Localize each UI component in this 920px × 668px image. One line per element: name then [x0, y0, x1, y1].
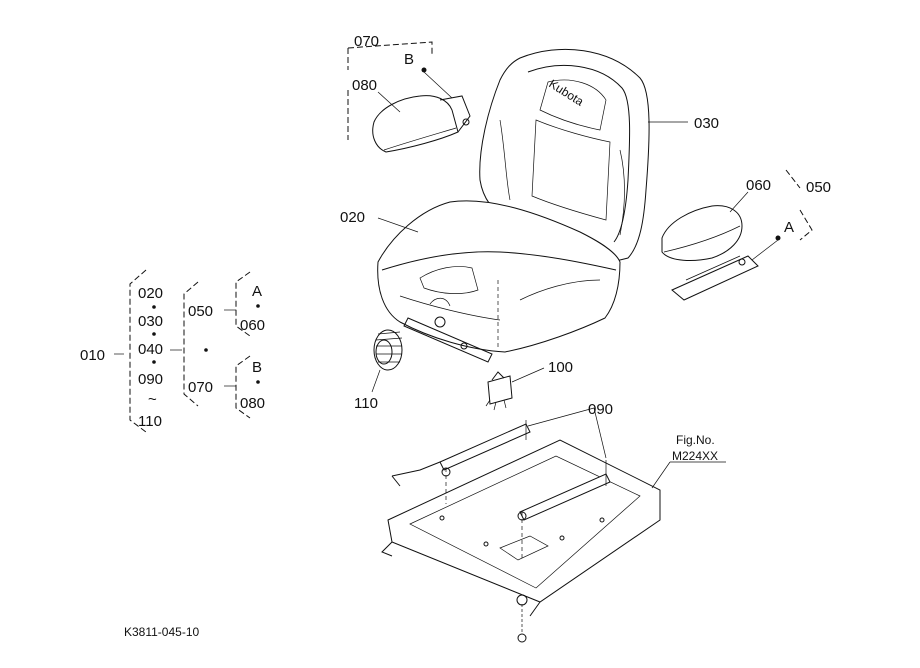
seat-cushion [377, 200, 621, 353]
callout-070-top: 070 [354, 33, 379, 50]
callout-100: 100 [548, 359, 573, 376]
seat-slide-rail [403, 316, 493, 363]
leader-lines [347, 41, 813, 489]
callout-050: 050 [806, 179, 831, 196]
adjust-knob [373, 329, 403, 371]
callout-110: 110 [354, 395, 378, 412]
armrest-left [372, 95, 471, 153]
tree-col3b-B: B [252, 359, 262, 376]
parts-tree [114, 269, 260, 433]
callout-080-top: 080 [352, 77, 377, 94]
fig-label: Fig.No. [676, 433, 715, 447]
seat-switch [485, 371, 513, 411]
tree-root-010: 010 [80, 347, 105, 364]
tree-col3b-080: 080 [240, 395, 265, 412]
tree-col1-range: ~ [148, 391, 157, 408]
callout-B-top: B [404, 51, 414, 68]
tree-col2-070: 070 [188, 379, 213, 396]
tree-col2-050: 050 [188, 303, 213, 320]
slide-rails [391, 420, 611, 643]
callout-060: 060 [746, 177, 771, 194]
tree-col1-110: 110 [138, 413, 162, 430]
seat-logo-text: Kubota [546, 77, 586, 109]
tree-col3a-A: A [252, 283, 262, 300]
tree-col1-030: 030 [138, 313, 163, 330]
fig-number: M224XX [672, 449, 718, 463]
base-plate [381, 439, 661, 617]
callout-090: 090 [588, 401, 613, 418]
tree-col1-090: 090 [138, 371, 163, 388]
tree-col1-040: 040 [138, 341, 163, 358]
footer-code: K3811-045-10 [124, 625, 199, 639]
tree-col3a-060: 060 [240, 317, 265, 334]
callout-A: A [784, 219, 794, 236]
tree-col1-020: 020 [138, 285, 163, 302]
armrest-right [661, 205, 759, 301]
callout-020: 020 [340, 209, 365, 226]
callout-030: 030 [694, 115, 719, 132]
